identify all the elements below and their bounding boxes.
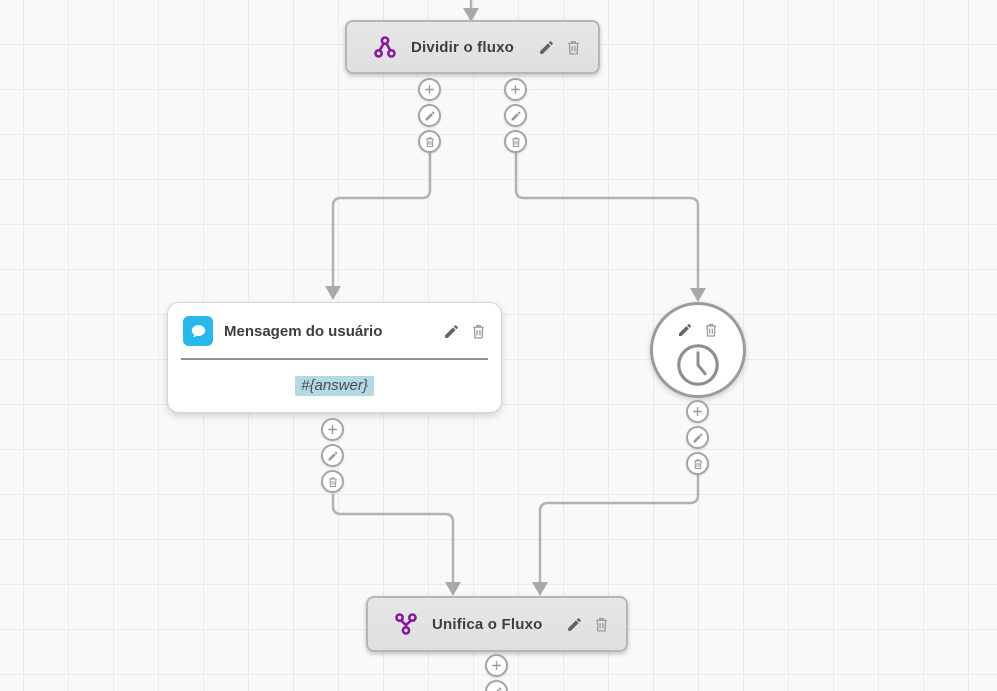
edit-connection-button[interactable] [686, 426, 709, 449]
node-title: Unifica o Fluxo [432, 615, 543, 633]
edit-node-icon[interactable] [565, 615, 583, 633]
connector-delay-to-merge [532, 475, 700, 596]
add-connection-button[interactable] [485, 654, 508, 677]
merge-flow-node[interactable]: Unifica o Fluxo [366, 596, 628, 652]
edit-connection-button[interactable] [321, 444, 344, 467]
delete-node-icon[interactable] [702, 321, 720, 339]
message-output-buttons [321, 418, 344, 493]
chat-bubble-icon [183, 316, 213, 346]
connector-message-to-merge [331, 494, 461, 596]
merge-output-buttons [485, 654, 508, 691]
split-flow-icon [373, 35, 397, 59]
delete-node-icon[interactable] [469, 322, 487, 340]
add-connection-button[interactable] [418, 78, 441, 101]
edit-connection-button[interactable] [504, 104, 527, 127]
split-output-2-buttons [504, 78, 527, 153]
edit-node-icon[interactable] [442, 322, 460, 340]
node-title: Dividir o fluxo [411, 38, 515, 56]
edit-node-icon[interactable] [676, 321, 694, 339]
delete-connection-button[interactable] [418, 130, 441, 153]
connector-split-to-message [325, 152, 432, 300]
add-connection-button[interactable] [321, 418, 344, 441]
delete-node-icon[interactable] [592, 615, 610, 633]
message-variable-chip[interactable]: #{answer} [295, 376, 374, 396]
merge-flow-icon [394, 612, 418, 636]
edit-node-icon[interactable] [537, 38, 555, 56]
delete-connection-button[interactable] [686, 452, 709, 475]
node-title: Mensagem do usuário [224, 322, 383, 340]
edit-connection-button[interactable] [485, 680, 508, 691]
connector-split-to-delay [514, 152, 706, 302]
delete-connection-button[interactable] [504, 130, 527, 153]
clock-icon [674, 341, 722, 394]
delete-node-icon[interactable] [564, 38, 582, 56]
add-connection-button[interactable] [504, 78, 527, 101]
connector-incoming-top [463, 0, 479, 22]
user-message-node[interactable]: Mensagem do usuário #{answer} [167, 302, 502, 413]
delay-output-buttons [686, 400, 709, 475]
card-divider [181, 358, 488, 360]
delay-node[interactable] [650, 302, 746, 398]
add-connection-button[interactable] [686, 400, 709, 423]
split-flow-node[interactable]: Dividir o fluxo [345, 20, 600, 74]
split-output-1-buttons [418, 78, 441, 153]
edit-connection-button[interactable] [418, 104, 441, 127]
delete-connection-button[interactable] [321, 470, 344, 493]
